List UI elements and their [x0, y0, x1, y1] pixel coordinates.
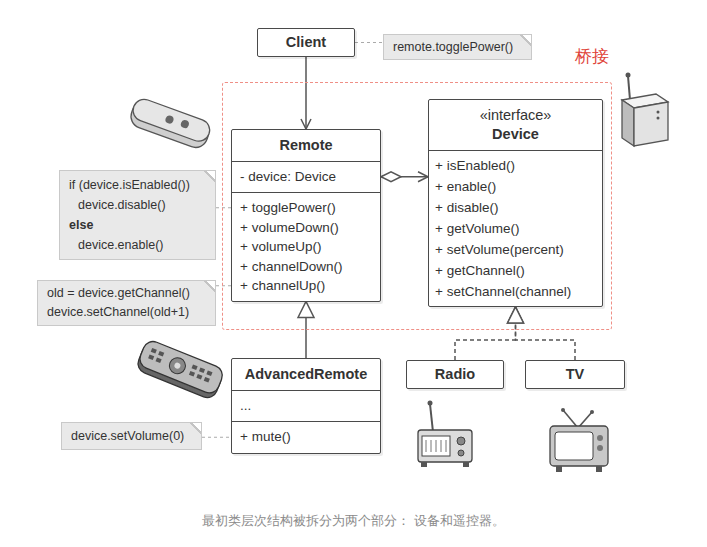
remote-illustration: [128, 96, 213, 151]
aggregation-link: [381, 176, 428, 178]
class-text: + channelDown(): [240, 257, 372, 277]
class-text: + volumeDown(): [240, 218, 372, 238]
code-line: device.setVolume(0): [71, 425, 192, 447]
code-note: remote.togglePower(): [383, 34, 532, 60]
class-text: ...: [240, 396, 372, 417]
code-note: if (device.isEnabled())device.disable()e…: [59, 170, 216, 260]
compartment: Radio: [407, 361, 503, 388]
tv-illustration: [550, 408, 608, 472]
class-text: - device: Device: [240, 167, 372, 188]
radio-illustration: [418, 401, 472, 468]
compartment: + togglePower()+ volumeDown()+ volumeUp(…: [232, 192, 380, 301]
class-text: + channelUp(): [240, 276, 372, 296]
implementation-arrow: [516, 307, 576, 360]
advanced-remote-illustration: [135, 339, 225, 401]
compartment: Client: [258, 29, 354, 56]
class-text: Device: [437, 125, 594, 144]
compartment: AdvancedRemote: [232, 359, 380, 390]
code-note: old = device.getChannel()device.setChann…: [37, 280, 216, 326]
code-line: old = device.getChannel(): [47, 284, 206, 303]
bridge-region: 桥接Remote- device: Device+ togglePower()+…: [222, 82, 612, 330]
class-text: TV: [526, 361, 624, 388]
code-line: remote.togglePower(): [393, 37, 522, 57]
class-text: + isEnabled(): [435, 155, 596, 176]
interface-box: «interface»Device+ isEnabled()+ enable()…: [428, 99, 603, 307]
compartment: ...: [232, 390, 380, 422]
code-line: device.setChannel(old+1): [47, 303, 206, 322]
class-box: TV: [525, 360, 625, 389]
region-heading: 桥接: [575, 45, 609, 68]
leader-line: [216, 207, 231, 208]
class-box: Remote- device: Device+ togglePower()+ v…: [231, 129, 381, 302]
compartment: + mute(): [232, 421, 380, 453]
compartment: + isEnabled()+ enable()+ disable()+ getV…: [429, 150, 602, 306]
class-text: Radio: [407, 361, 503, 388]
code-line: device.enable(): [69, 235, 206, 255]
class-text: + getVolume(): [435, 218, 596, 239]
code-note: device.setVolume(0): [61, 422, 202, 450]
compartment: TV: [526, 361, 624, 388]
class-text: Remote: [240, 135, 372, 156]
compartment: if (device.isEnabled())device.disable()e…: [60, 171, 215, 259]
compartment: 桥接: [575, 45, 609, 68]
class-text: + setVolume(percent): [435, 239, 596, 260]
class-text: + enable(): [435, 176, 596, 197]
compartment: device.setVolume(0): [62, 423, 201, 449]
device-illustration: [622, 73, 668, 147]
leader-line: [202, 437, 231, 438]
class-text: + volumeUp(): [240, 237, 372, 257]
caption: 最初类层次结构被拆分为两个部分： 设备和遥控器。: [0, 512, 707, 530]
class-text: + mute(): [240, 427, 372, 448]
compartment: Remote: [232, 130, 380, 161]
implementation-arrow: [455, 307, 516, 360]
code-line: if (device.isEnabled()): [69, 175, 206, 195]
code-line: device.disable(): [69, 195, 206, 215]
compartment: old = device.getChannel()device.setChann…: [38, 281, 215, 325]
class-text: + disable(): [435, 197, 596, 218]
leader-line: [216, 285, 231, 286]
code-line: else: [69, 215, 206, 235]
association-arrow: [305, 57, 307, 129]
compartment: remote.togglePower(): [384, 35, 531, 59]
class-text: + setChannel(channel): [435, 281, 596, 302]
class-box: Client: [257, 28, 355, 57]
class-text: + togglePower(): [240, 198, 372, 218]
class-box: AdvancedRemote... + mute(): [231, 358, 381, 454]
class-box: Radio: [406, 360, 504, 389]
class-text: + getChannel(): [435, 260, 596, 281]
leader-line: [355, 42, 383, 43]
class-text: AdvancedRemote: [240, 364, 372, 385]
class-text: Client: [258, 29, 354, 56]
compartment: «interface»Device: [429, 100, 602, 150]
class-text: «interface»: [437, 106, 594, 125]
compartment: - device: Device: [232, 161, 380, 193]
